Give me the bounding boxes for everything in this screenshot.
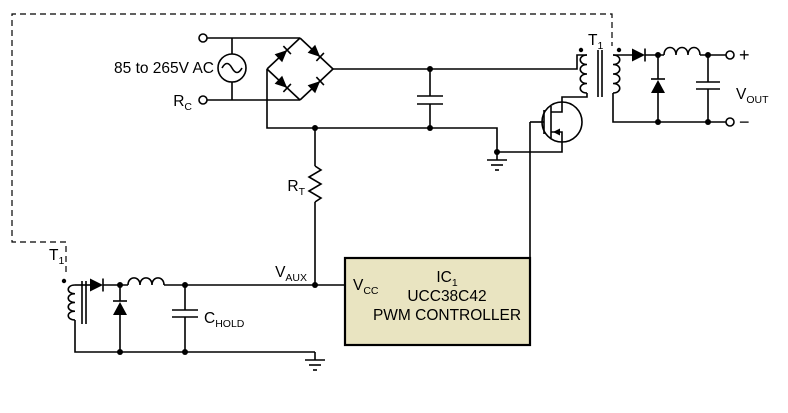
ac-source-symbol (217, 53, 247, 83)
output-terminal-minus (725, 117, 735, 127)
output-diode-triangle (632, 48, 645, 62)
freewheel-diode-triangle (651, 80, 665, 93)
ac-input-label: 85 to 265V AC (114, 60, 214, 77)
t1-main-label: T1 (588, 32, 603, 52)
bridge-diode (274, 45, 292, 63)
primary-winding (579, 54, 588, 94)
output-return-rail (612, 93, 726, 123)
transformer-t1-main: T1 (561, 32, 622, 102)
junction-dot (182, 349, 188, 355)
junction-dot (655, 119, 661, 125)
hv-rail (333, 54, 587, 70)
aux-winding (67, 284, 76, 321)
bridge-rectifier (266, 37, 334, 101)
input-terminal-top (198, 33, 208, 43)
output-inductor (663, 46, 701, 56)
ic-box (343, 256, 532, 347)
primary-ground-symbol (487, 149, 507, 171)
diode-triangle (274, 50, 288, 63)
diode-triangle (307, 81, 321, 94)
return-rail (266, 69, 498, 152)
bulk-capacitor (417, 69, 443, 128)
resistor-zigzag (307, 165, 323, 203)
dashed-outline (11, 13, 613, 272)
polarity-dot (578, 47, 584, 53)
bridge-diode (307, 44, 325, 62)
junction-dot (705, 119, 711, 125)
secondary-winding (612, 54, 621, 94)
t1-aux-label: T1 (49, 247, 64, 267)
dc-bus-wiring (266, 54, 587, 152)
ic-designator: IC1 (436, 269, 458, 289)
vout-label: VOUT (736, 86, 769, 106)
aux-diode-triangle (90, 278, 103, 292)
vaux-label: VAUX (275, 264, 307, 284)
output-stage: + VOUT − (612, 45, 769, 132)
ic-function: PWM CONTROLLER (373, 307, 521, 324)
diode-bar (315, 52, 325, 62)
sine-wave-icon (221, 62, 243, 74)
primary-to-drain-wire (561, 93, 588, 102)
diode-bar (315, 76, 325, 86)
diode-bar (282, 83, 292, 93)
chold-label: CHOLD (204, 310, 245, 330)
polarity-dot (61, 278, 67, 284)
ic-vcc-pin-label: VCC (353, 277, 379, 297)
plus-label: + (739, 45, 750, 65)
input-terminal-bottom (198, 95, 208, 105)
diode-bar (282, 45, 292, 55)
ac-input-section: 85 to 265V AC RC (114, 33, 300, 113)
aux-freewheel-diode-triangle (113, 302, 127, 315)
polarity-dot (616, 47, 622, 53)
mosfet-arrow (553, 128, 560, 136)
source-to-ground-wire (497, 142, 563, 153)
ic-pwm-controller: VCC IC1 UCC38C42 PWM CONTROLLER (343, 256, 532, 347)
aux-inductor (127, 277, 165, 286)
rt-resistor: RT (287, 128, 323, 285)
diode-triangle (274, 75, 288, 88)
aux-supply-section: T1 CHOLD VAUX (49, 247, 345, 371)
junction-dot (117, 349, 123, 355)
diode-triangle (307, 44, 321, 57)
bridge-diode (307, 76, 325, 94)
rc-label: RC (173, 93, 192, 113)
mosfet (497, 101, 583, 258)
junction-dot (312, 282, 318, 288)
ic-part-number: UCC38C42 (407, 288, 486, 305)
minus-label: − (739, 112, 750, 132)
output-terminal-plus (725, 50, 735, 60)
rt-label: RT (287, 178, 305, 198)
bridge-diode (274, 75, 292, 93)
feedback-dashed-path (11, 13, 613, 272)
aux-return-rail (74, 320, 315, 353)
drain-lead (551, 102, 563, 113)
